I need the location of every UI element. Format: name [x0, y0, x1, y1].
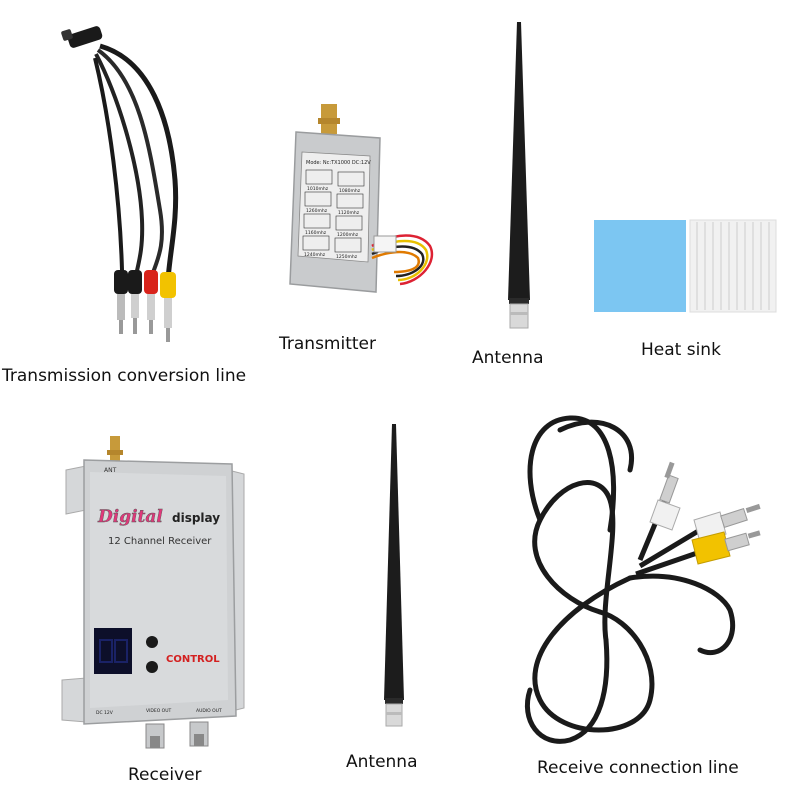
svg-text:1080mhz: 1080mhz — [339, 188, 361, 194]
svg-text:1200mhz: 1200mhz — [337, 232, 359, 238]
svg-text:Digital: Digital — [97, 507, 163, 527]
svg-text:1240mhz: 1240mhz — [304, 252, 326, 258]
svg-text:ANT: ANT — [104, 467, 117, 474]
svg-text:AUDIO OUT: AUDIO OUT — [196, 708, 222, 714]
antenna-bottom-label: Antenna — [346, 752, 418, 772]
receiver-label: Receiver — [128, 765, 202, 785]
heat-sink-label: Heat sink — [641, 340, 721, 360]
svg-text:1160mhz: 1160mhz — [305, 230, 327, 236]
transmitter-label: Transmitter — [279, 334, 376, 354]
svg-text:VIDEO OUT: VIDEO OUT — [146, 708, 172, 714]
svg-text:1250mhz: 1250mhz — [336, 254, 358, 260]
svg-text:1120mhz: 1120mhz — [338, 210, 360, 216]
svg-text:1010mhz: 1010mhz — [307, 186, 329, 192]
antenna-top-label: Antenna — [472, 348, 544, 368]
transmission-conversion-line-label: Transmission conversion line — [2, 366, 247, 386]
svg-text:Mode: Nc:TX1000 DC:12V: Mode: Nc:TX1000 DC:12V — [306, 160, 371, 166]
svg-text:display: display — [172, 511, 220, 525]
svg-text:1260mhz: 1260mhz — [306, 208, 328, 214]
receive-connection-line-label: Receive connection line — [537, 758, 739, 778]
svg-text:CONTROL: CONTROL — [166, 654, 220, 665]
svg-text:DC 12V: DC 12V — [96, 710, 114, 716]
svg-text:12 Channel Receiver: 12 Channel Receiver — [108, 536, 212, 547]
